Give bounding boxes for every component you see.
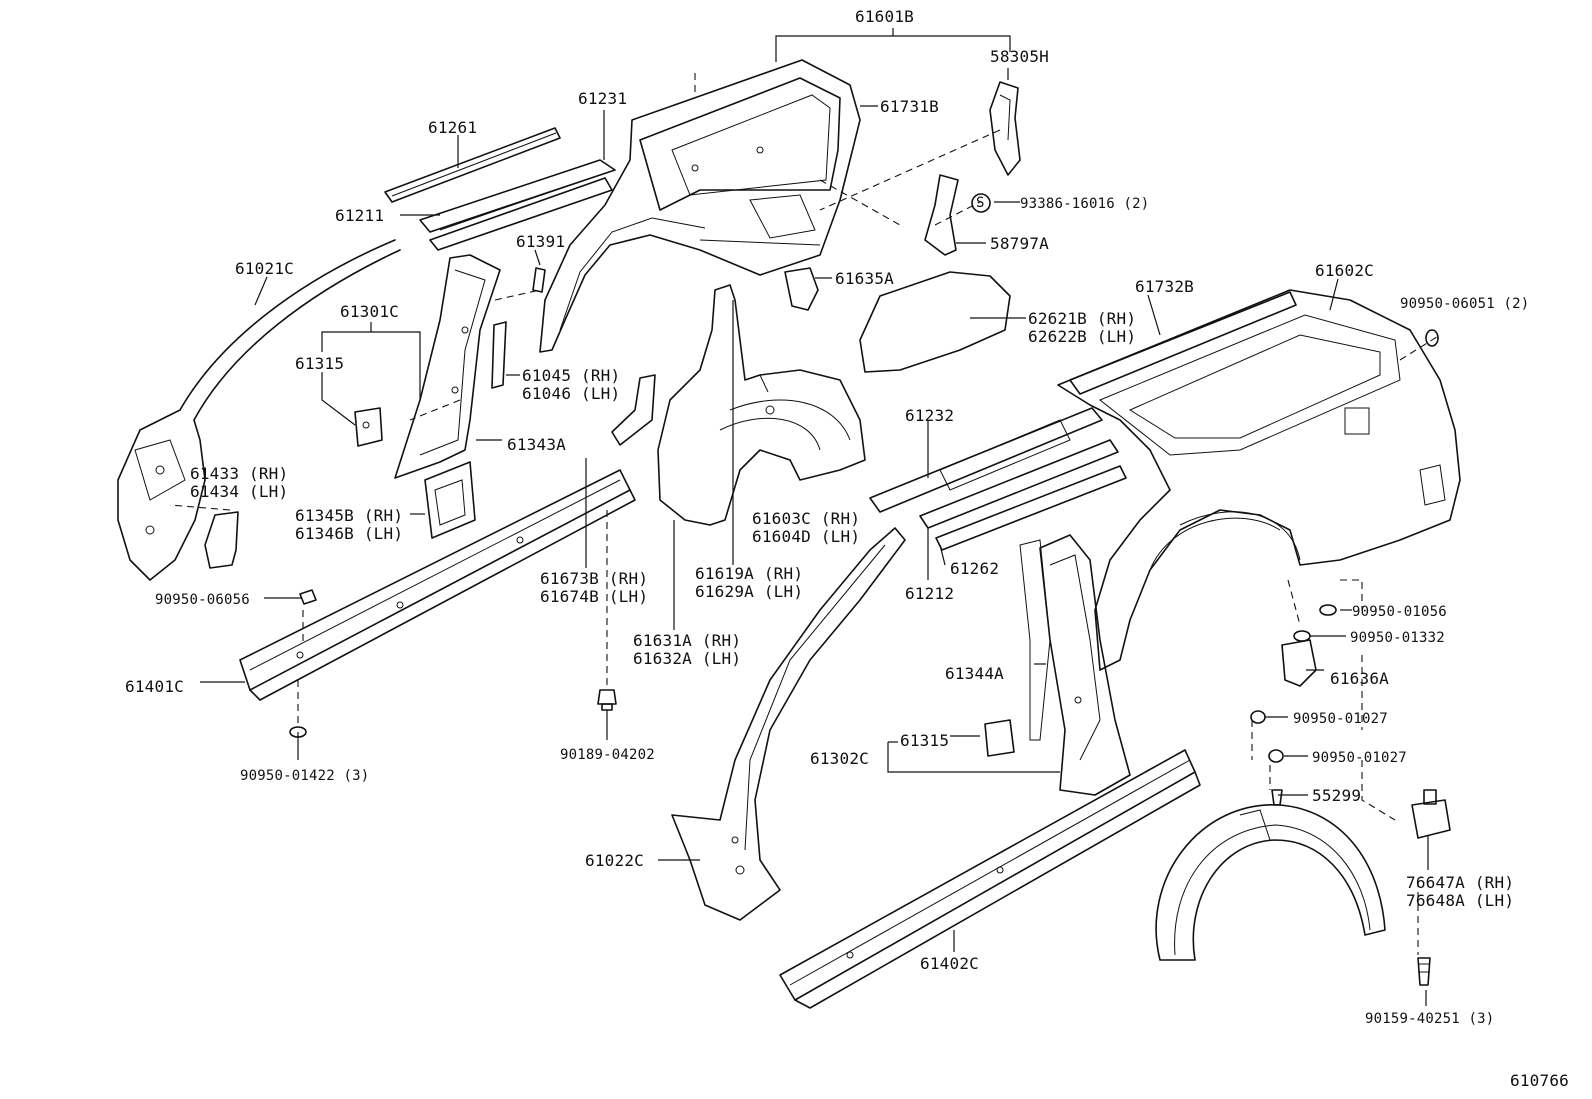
label-61232: 61232 — [905, 406, 955, 425]
label-61673B: 61673B (RH) — [540, 569, 649, 588]
quarter-outer-61602C — [1057, 289, 1461, 671]
label-61391: 61391 — [516, 232, 566, 251]
rail-61232 — [869, 407, 1103, 513]
label-61345B: 61345B (RH) — [295, 506, 404, 525]
rail-61262 — [935, 465, 1127, 551]
pillar-61022C — [671, 527, 906, 921]
label-61401C: 61401C — [125, 677, 184, 696]
label-61602C: 61602C — [1315, 261, 1374, 280]
label-61434: 61434 (LH) — [190, 482, 289, 501]
wheelhouse-outer-arch — [1155, 804, 1386, 961]
strip-61045 — [491, 321, 507, 389]
fasteners-right — [1250, 329, 1439, 806]
label-61343A: 61343A — [507, 435, 566, 454]
label-61315-right: 61315 — [900, 731, 950, 750]
label-61732B: 61732B — [1135, 277, 1194, 296]
label-90950-06056: 90950-06056 — [155, 592, 250, 608]
label-62622B: 62622B (LH) — [1028, 327, 1137, 346]
label-90950-01027-upper: 90950-01027 — [1293, 711, 1388, 727]
quarter-inner-panel-61601B — [539, 59, 861, 353]
assembly-dashed-lines — [169, 73, 1441, 955]
grommet-90950-01422 — [289, 726, 307, 738]
strip-61391 — [532, 267, 546, 293]
label-62621B: 62621B (RH) — [1028, 309, 1137, 328]
label-61619A: 61619A (RH) — [695, 564, 804, 583]
label-61635A: 61635A — [835, 269, 894, 288]
roof-rail-61231 — [419, 159, 616, 251]
label-61022C: 61022C — [585, 851, 644, 870]
screw-90159-40251 — [1417, 957, 1431, 986]
wheelhouse-inner-61603C — [657, 284, 866, 526]
liner-62621B — [859, 271, 1011, 373]
label-61302C: 61302C — [810, 749, 869, 768]
label-76647A: 76647A (RH) — [1406, 873, 1515, 892]
label-61262: 61262 — [950, 559, 1000, 578]
label-61402C: 61402C — [920, 954, 979, 973]
label-90159-40251: 90159-40251 (3) — [1365, 1011, 1495, 1027]
rail-61732B — [1069, 291, 1297, 395]
bracket-61636A — [1281, 639, 1317, 687]
label-58797A: 58797A — [990, 234, 1049, 253]
label-90950-01422: 90950-01422 (3) — [240, 768, 370, 784]
label-55299: 55299 — [1312, 786, 1362, 805]
pillar-61344A — [1019, 534, 1131, 796]
label-61211: 61211 — [335, 206, 385, 225]
label-61632A: 61632A (LH) — [633, 649, 742, 668]
label-61601B: 61601B — [855, 7, 914, 26]
label-90950-01027-lower: 90950-01027 — [1312, 750, 1407, 766]
label-61231: 61231 — [578, 89, 628, 108]
label-76648A: 76648A (LH) — [1406, 891, 1515, 910]
label-90950-06051: 90950-06051 (2) — [1400, 296, 1530, 312]
label-61021C: 61021C — [235, 259, 294, 278]
label-61301C: 61301C — [340, 302, 399, 321]
label-61045: 61045 (RH) — [522, 366, 621, 385]
roof-rail-61261 — [384, 127, 561, 203]
bracket-58305H — [989, 81, 1021, 176]
label-61629A: 61629A (LH) — [695, 582, 804, 601]
bracket-61345B — [424, 461, 476, 539]
plate-61673B — [611, 374, 656, 446]
label-61261: 61261 — [428, 118, 478, 137]
label-61344A: 61344A — [945, 664, 1004, 683]
brace-58797A — [924, 174, 959, 256]
gusset-61315-right — [984, 719, 1015, 757]
label-61046: 61046 (LH) — [522, 384, 621, 403]
label-61631A: 61631A (RH) — [633, 631, 742, 650]
label-90950-01332: 90950-01332 — [1350, 630, 1445, 646]
rocker-61402C — [779, 749, 1201, 1009]
label-58305H: 58305H — [990, 47, 1049, 66]
bolt-90189-04202 — [597, 689, 617, 711]
a-pillar-61021C — [117, 239, 401, 581]
label-61315-left: 61315 — [295, 354, 345, 373]
label-61346B: 61346B (LH) — [295, 524, 404, 543]
label-61433: 61433 (RH) — [190, 464, 289, 483]
bracket-76647A — [1411, 789, 1451, 839]
label-61636A: 61636A — [1330, 669, 1389, 688]
bracket-61635A — [784, 267, 819, 311]
label-61731B: 61731B — [880, 97, 939, 116]
leader-lines — [200, 28, 1429, 1006]
label-90189-04202: 90189-04202 — [560, 747, 655, 763]
label-61603C: 61603C (RH) — [752, 509, 861, 528]
label-61674B: 61674B (LH) — [540, 587, 649, 606]
label-90950-01056: 90950-01056 — [1352, 604, 1447, 620]
gusset-61315-left — [354, 407, 383, 447]
label-61212: 61212 — [905, 584, 955, 603]
bracket-61433 — [204, 511, 239, 569]
diagram-code: 610766 — [1510, 1071, 1569, 1090]
label-61604D: 61604D (LH) — [752, 527, 861, 546]
rail-61212 — [919, 439, 1119, 529]
pillar-61343A — [394, 254, 501, 479]
screw-symbol-icon — [971, 193, 991, 213]
rocker-61401C — [239, 469, 636, 701]
label-screw-symbol: S — [976, 195, 985, 211]
clip-90950-06056 — [299, 589, 317, 605]
label-93386-16016: 93386-16016 (2) — [1020, 196, 1150, 212]
